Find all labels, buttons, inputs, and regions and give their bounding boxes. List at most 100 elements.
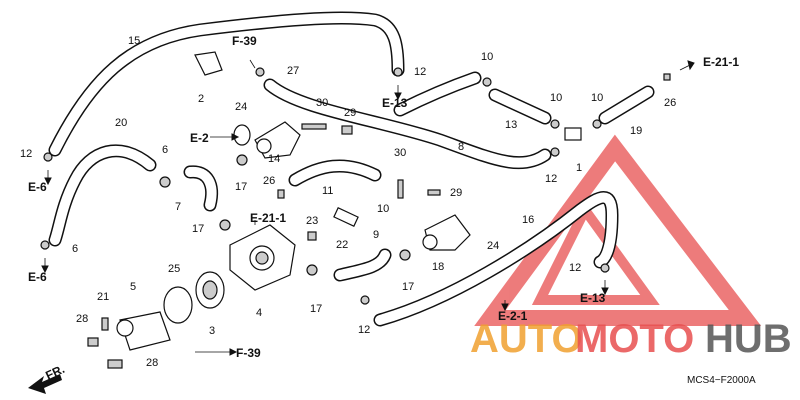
clip-icon [550, 119, 560, 129]
clip-icon [399, 249, 411, 261]
part-label-10d: 10 [591, 92, 603, 104]
part-label-20: 20 [115, 117, 127, 129]
part-label-24b: 24 [487, 240, 499, 252]
joint-1 [564, 127, 582, 141]
bolt-icon [341, 125, 353, 135]
hose-9 [333, 248, 392, 282]
part-label-12d: 12 [569, 262, 581, 274]
watermark-moto: MOTO [575, 317, 694, 361]
part-label-6a: 6 [162, 144, 168, 156]
clips [40, 67, 610, 305]
part-label-5: 5 [130, 281, 136, 293]
hose-8b [393, 71, 482, 117]
thermostat-cover-5 [116, 311, 171, 351]
ref-f39-top: F-39 [232, 34, 257, 48]
thermostat-housing-4 [229, 224, 296, 291]
clip-icon [600, 263, 610, 273]
part-label-12e: 12 [358, 324, 370, 336]
ref-e6-a: E-6 [28, 180, 47, 194]
clip-icon [393, 67, 403, 77]
reference-arrows [41, 59, 695, 356]
diagram-code: MCS4−F2000A [687, 375, 756, 386]
part-label-6b: 6 [72, 243, 78, 255]
part-label-1: 1 [576, 162, 582, 174]
part-label-10b: 10 [481, 51, 493, 63]
part-label-23: 23 [306, 215, 318, 227]
bolt-icon [663, 73, 671, 81]
ref-e21-1-mid: E-21-1 [250, 211, 286, 225]
bolt-icon [277, 189, 285, 199]
ref-e2-1: E-2-1 [498, 309, 528, 323]
ref-e13-top: E-13 [382, 96, 408, 110]
part-label-10a: 10 [377, 203, 389, 215]
hose-8 [263, 78, 552, 170]
part-label-26b: 26 [664, 97, 676, 109]
hose-11 [288, 159, 382, 187]
part-label-11: 11 [322, 185, 333, 197]
part-label-22: 22 [336, 239, 348, 251]
watermark-hub: HUB [705, 317, 792, 361]
water-joint-18 [422, 214, 471, 251]
clip-icon [592, 119, 602, 129]
part-label-25: 25 [168, 263, 180, 275]
ref-e13-right: E-13 [580, 291, 606, 305]
bolt-icon [301, 123, 327, 130]
part-label-18: 18 [432, 261, 444, 273]
clip-icon [482, 77, 492, 87]
part-label-29b: 29 [450, 187, 462, 199]
watermark-auto: AUTO [470, 317, 583, 361]
clip-icon [43, 152, 53, 162]
part-label-28b: 28 [146, 357, 158, 369]
part-label-14: 14 [268, 153, 280, 165]
clip-icon [550, 147, 560, 157]
part-label-15: 15 [128, 35, 140, 47]
part-label-30b: 30 [394, 147, 406, 159]
part-label-9: 9 [373, 229, 379, 241]
clip-icon [236, 154, 248, 166]
bolts [87, 73, 671, 369]
part-label-12a: 12 [20, 148, 32, 160]
ref-f39-bottom: F-39 [236, 346, 261, 360]
watermark-inner-triangle-icon [531, 200, 660, 305]
part-label-17d: 17 [310, 303, 322, 315]
thermostat-3 [195, 271, 225, 309]
bolt-icon [101, 317, 109, 331]
o-ring-25 [163, 286, 193, 324]
pipe-13 [488, 88, 552, 125]
fr-arrow-icon [28, 374, 62, 394]
hose-7 [183, 165, 219, 212]
ref-e21-1-top: E-21-1 [703, 55, 739, 69]
part-label-17a: 17 [235, 181, 247, 193]
clip-icon [360, 295, 370, 305]
bolt-icon [397, 179, 404, 199]
part-label-12c: 12 [545, 173, 557, 185]
part-label-8: 8 [458, 141, 464, 153]
ref-fr: FR. [43, 362, 66, 383]
hose-16 [373, 191, 619, 327]
part-label-17c: 17 [402, 281, 414, 293]
bolt-icon [87, 337, 99, 347]
clip-icon [219, 219, 231, 231]
part-label-19: 19 [630, 125, 642, 137]
part-label-24a: 24 [235, 101, 247, 113]
clip-icon [255, 67, 265, 77]
bolt-icon [427, 189, 441, 196]
gasket-24-upper [233, 124, 251, 146]
part-label-17b: 17 [192, 223, 204, 235]
bolt-icon [307, 231, 317, 241]
part-label-30a: 30 [316, 97, 328, 109]
clip-icon [306, 264, 318, 276]
water-joint-14 [254, 121, 301, 159]
part-label-26a: 26 [263, 175, 275, 187]
part-label-12b: 12 [414, 66, 426, 78]
clip-icon [40, 240, 50, 250]
hose-15 [48, 11, 405, 157]
part-label-16: 16 [522, 214, 534, 226]
part-label-4: 4 [256, 307, 262, 319]
bracket-2 [194, 51, 223, 76]
pipe-19 [598, 85, 655, 125]
ref-e6-b: E-6 [28, 270, 47, 284]
bolt-icon [107, 359, 123, 369]
